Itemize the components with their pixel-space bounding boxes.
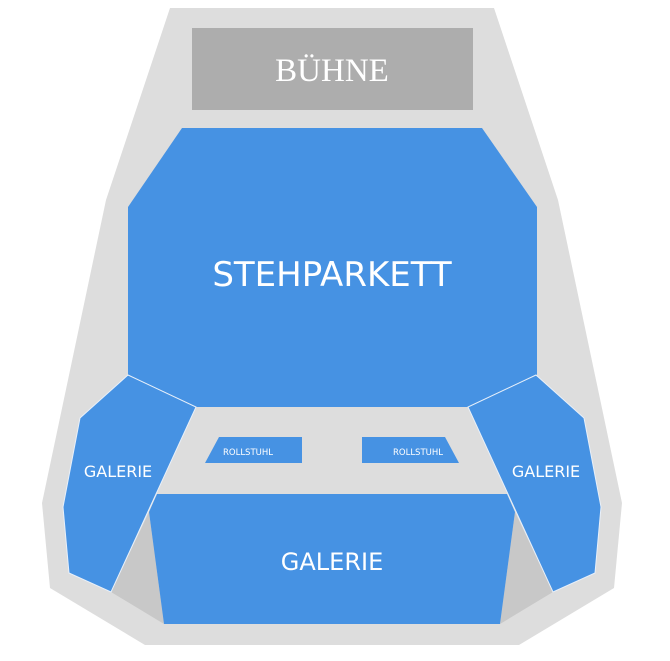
dead-zone-right [500,512,553,624]
rollstuhl-left-label: ROLLSTUHL [223,448,273,458]
stehparkett-label: STEHPARKETT [212,255,452,295]
stage-label: BÜHNE [275,53,389,89]
stage [192,28,473,110]
section-galerie-right[interactable]: GALERIE [467,374,602,593]
section-galerie-center[interactable]: GALERIE [149,494,515,624]
section-stehparkett[interactable]: STEHPARKETT [128,128,537,407]
galerie-right-label: GALERIE [512,462,580,481]
section-rollstuhl-left[interactable]: ROLLSTUHL [205,437,302,463]
section-rollstuhl-right[interactable]: ROLLSTUHL [362,437,459,463]
galerie-center-label: GALERIE [281,548,383,576]
section-galerie-left[interactable]: GALERIE [62,374,197,593]
galerie-left-label: GALERIE [84,462,152,481]
dead-zone-left [111,512,164,624]
rollstuhl-right-label: ROLLSTUHL [393,448,443,458]
